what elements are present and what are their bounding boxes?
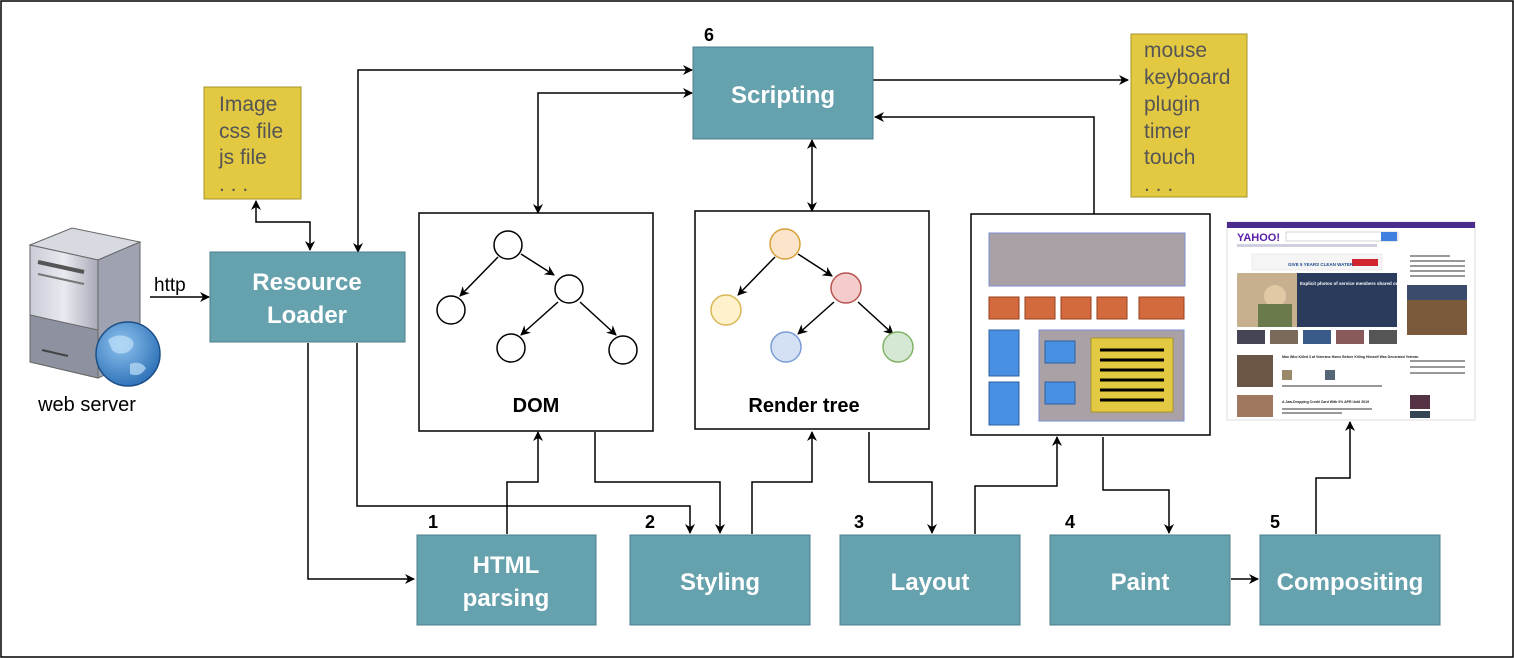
compositing-screenshot-arrow [1315,421,1355,534]
dom-styling-arrow [594,432,725,534]
dom-panel [418,212,654,432]
loader-note-arrow [251,200,315,251]
screenshot-story: Man Who Killed 3 at Veterans Home Before… [1282,355,1418,359]
render-tree-caption: Render tree [748,395,859,417]
screenshot-headline: Explicit photos of service members share… [1300,281,1407,286]
paint-box [1049,534,1231,626]
events-note-line: mouse [1144,39,1207,62]
connectors [150,65,1355,584]
paint-label: Paint [1111,569,1170,596]
compositing-box [1259,534,1441,626]
panel-paint-arrow [1102,437,1174,534]
loader-html-arrow [307,343,415,584]
render-node [882,331,914,363]
step-number-html-parsing: 1 [428,512,438,532]
html-parsing-label-line1: HTML [473,552,540,579]
styling-label: Styling [680,569,760,596]
events-note-line: timer [1144,120,1191,143]
screenshot-banner: GIVE 5 YEARS CLEAN WATER [1288,262,1354,267]
resources-note-line: Image [219,93,277,116]
render-node [770,331,802,363]
resource-loader-label-line1: Resource [252,269,361,296]
resource-loader-box [209,251,406,343]
layout-panel-arrow [974,436,1062,534]
resources-note-line: css file [219,120,283,143]
styling-box [629,534,811,626]
events-note [1130,33,1248,198]
dom-node [554,274,584,304]
compositing-label: Compositing [1277,569,1424,596]
web-server-label: web server [37,394,136,416]
html-parsing-label-line2: parsing [463,585,550,612]
layout-box [839,534,1021,626]
http-label: http [154,275,186,296]
dom-caption: DOM [513,395,560,417]
dom-node [436,295,466,325]
dom-scripting-arrow [533,88,693,214]
loader-styling-arrow [356,343,695,534]
layout-label: Layout [891,569,970,596]
styling-render-arrow [751,431,817,534]
step-number-paint: 4 [1065,512,1075,532]
process-boxes [209,46,1441,626]
dom-node [493,230,523,260]
events-note-line: plugin [1144,93,1200,116]
resource-loader-label-line2: Loader [267,302,347,329]
web-server-icon [28,227,161,387]
loader-scripting-arrow [353,65,693,253]
resources-note [203,86,302,200]
step-number-layout: 3 [854,512,864,532]
dom-node [496,333,526,363]
events-note-line: touch [1144,146,1195,169]
render-node [710,294,742,326]
step-number-styling: 2 [645,512,655,532]
html-parsing-box [416,534,597,626]
scripting-box [692,46,874,140]
step-number-scripting: 6 [704,25,714,45]
scripting-label: Scripting [731,82,835,109]
layout-panel [970,213,1211,436]
render-node [769,228,801,260]
resources-note-line: . . . [219,173,248,196]
events-note-line: keyboard [1144,66,1230,89]
rendered-page-screenshot [1226,221,1476,421]
resources-note-line: js file [218,146,267,169]
render-tree-panel [694,210,930,430]
globe-icon [95,321,161,387]
render-node [830,272,862,304]
html-dom-arrow [506,431,543,534]
screenshot-logo: YAHOO! [1237,232,1280,244]
screenshot-story: A Jaw-Dropping Credit Card With 0% APR U… [1282,400,1369,404]
step-number-compositing: 5 [1270,512,1280,532]
render-layout-arrow [868,432,937,534]
dom-node [608,335,638,365]
layout-scripting-arrow [874,112,1095,214]
events-note-line: . . . [1144,173,1173,196]
